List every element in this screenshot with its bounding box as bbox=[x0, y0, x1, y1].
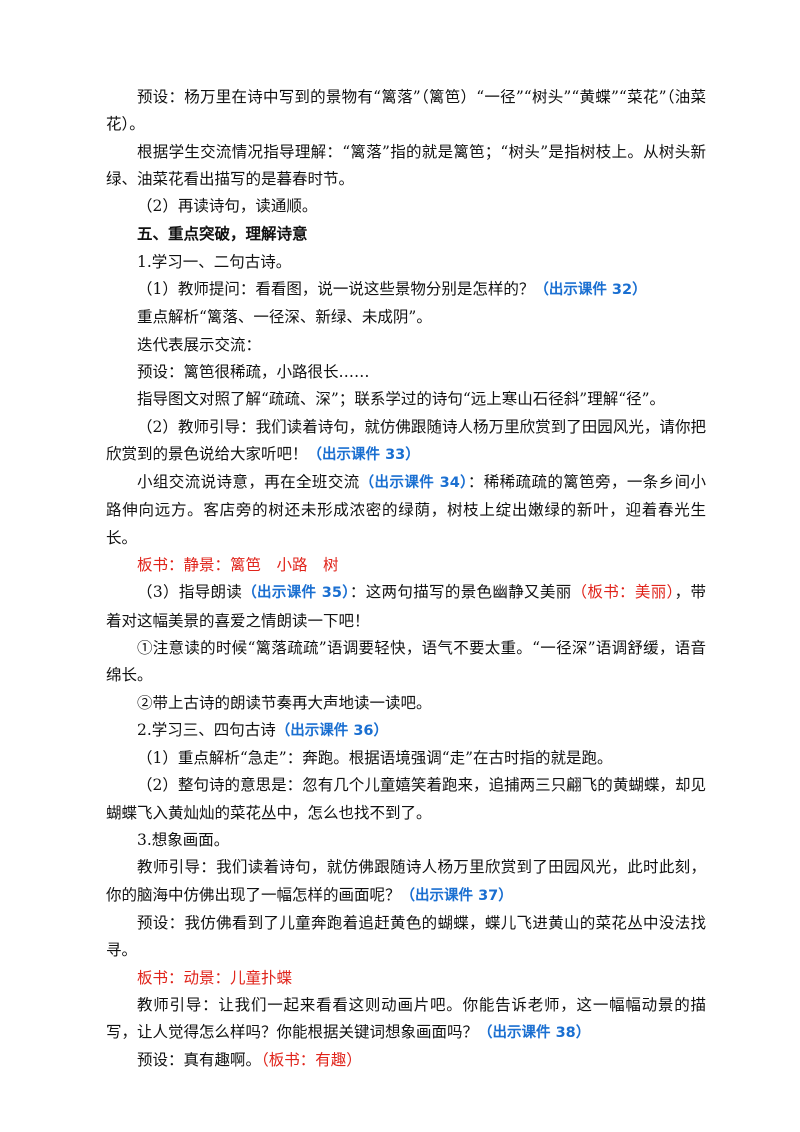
text-run: 预设：篱笆很稀疏，小路很长…… bbox=[137, 362, 370, 381]
text-run: ，带着对这幅美景的喜爱之情朗读一下吧！ bbox=[106, 583, 706, 630]
paragraph: （3）指导朗读（出示课件 35）：这两句描写的景色幽静又美丽（板书：美丽），带着… bbox=[106, 579, 706, 635]
courseware-ref: （出示课件 33） bbox=[307, 446, 420, 463]
text-run: 重点解析“篱落、一径深、新绿、未成阴”。 bbox=[137, 308, 432, 327]
text-run: （1）重点解析“急走”：奔跑。根据语境强调“走”在古时指的就是跑。 bbox=[137, 749, 613, 768]
text-run: （3）指导朗读 bbox=[137, 583, 243, 602]
text-run: ：这两句描写的景色幽静又美丽 bbox=[349, 583, 572, 602]
text-run: 预设：真有趣啊。 bbox=[137, 1051, 262, 1070]
courseware-ref: （出示课件 36） bbox=[275, 722, 389, 739]
text-run: （2）教师引导：我们读着诗句，就仿佛跟随诗人杨万里欣赏到了田园风光，请你把欣赏到… bbox=[106, 417, 706, 463]
paragraph: （1）重点解析“急走”：奔跑。根据语境强调“走”在古时指的就是跑。 bbox=[106, 745, 706, 772]
blackboard-note: 板书：静景：篱笆 小路 树 bbox=[106, 552, 706, 579]
text-run: 3.想象画面。 bbox=[137, 831, 230, 850]
text-run: 迭代表展示交流： bbox=[137, 335, 262, 354]
paragraph: 指导图文对照了解“疏疏、深”；联系学过的诗句“远上寒山石径斜”理解“径”。 bbox=[106, 386, 706, 413]
paragraph: 迭代表展示交流： bbox=[106, 332, 706, 359]
paragraph: （2）整句诗的意思是：忽有几个儿童嬉笑着跑来，追捕两三只翩飞的黄蝴蝶，却见蝴蝶飞… bbox=[106, 772, 706, 827]
paragraph: 预设：我仿佛看到了儿童奔跑着追赶黄色的蝴蝶，蝶儿飞进黄山的菜花丛中没法找寻。 bbox=[106, 910, 706, 965]
text-run: ②带上古诗的朗读节奏再大声地读一读吧。 bbox=[137, 693, 432, 712]
courseware-ref: （出示课件 38） bbox=[478, 1025, 591, 1042]
paragraph: 教师引导：我们读着诗句，就仿佛跟随诗人杨万里欣赏到了田园风光，此时此刻，你的脑海… bbox=[106, 854, 706, 910]
text-run: 预设：杨万里在诗中写到的景物有“篱落”（篱笆）“一径”“树头”“黄蝶”“菜花”（… bbox=[106, 88, 706, 134]
text-run: ：稀稀疏疏的篱笆旁，一条乡间小路伸向远方。客店旁的树还未形成浓密的绿荫，树枝上绽… bbox=[106, 473, 706, 547]
paragraph: 教师引导：让我们一起来看看这则动画片吧。你能告诉老师，这一幅幅动景的描写，让人觉… bbox=[106, 992, 706, 1048]
paragraph: ①注意读的时候“篱落疏疏”语调要轻快，语气不要太重。“一径深”语调舒缓，语音绵长… bbox=[106, 635, 706, 690]
blackboard-text: 板书：静景：篱笆 小路 树 bbox=[137, 556, 339, 575]
paragraph: 3.想象画面。 bbox=[106, 827, 706, 854]
text-run: 预设：我仿佛看到了儿童奔跑着追赶黄色的蝴蝶，蝶儿飞进黄山的菜花丛中没法找寻。 bbox=[106, 913, 706, 960]
text-run: 根据学生交流情况指导理解：“篱落”指的就是篱笆；“树头”是指树枝上。从树头新绿、… bbox=[106, 142, 706, 188]
paragraph: 预设：真有趣啊。（板书：有趣） bbox=[106, 1047, 706, 1074]
heading-text: 五、重点突破，理解诗意 bbox=[137, 224, 308, 244]
text-run: （2）整句诗的意思是：忽有几个儿童嬉笑着跑来，追捕两三只翩飞的黄蝴蝶，却见蝴蝶飞… bbox=[106, 776, 706, 822]
paragraph: 根据学生交流情况指导理解：“篱落”指的就是篱笆；“树头”是指树枝上。从树头新绿、… bbox=[106, 139, 706, 194]
text-run: （2）再读诗句，读通顺。 bbox=[137, 197, 318, 216]
blackboard-text: （板书：有趣） bbox=[261, 1051, 362, 1070]
paragraph: 2.学习三、四句古诗（出示课件 36） bbox=[106, 717, 706, 745]
courseware-ref: （出示课件 34） bbox=[359, 475, 468, 492]
courseware-ref: （出示课件 32） bbox=[534, 282, 647, 299]
paragraph: 1.学习一、二句古诗。 bbox=[106, 249, 706, 276]
text-run: 2.学习三、四句古诗 bbox=[137, 720, 276, 739]
text-run: （1）教师提问：看看图，说一说这些景物分别是怎样的？ bbox=[137, 280, 535, 299]
paragraph: ②带上古诗的朗读节奏再大声地读一读吧。 bbox=[106, 690, 706, 717]
document-body: 预设：杨万里在诗中写到的景物有“篱落”（篱笆）“一径”“树头”“黄蝶”“菜花”（… bbox=[106, 84, 706, 1075]
text-run: 教师引导：我们读着诗句，就仿佛跟随诗人杨万里欣赏到了田园风光，此时此刻，你的脑海… bbox=[106, 858, 706, 904]
blackboard-text: （板书：美丽） bbox=[571, 583, 675, 602]
text-run: 指导图文对照了解“疏疏、深”；联系学过的诗句“远上寒山石径斜”理解“径”。 bbox=[137, 390, 666, 409]
text-run: 1.学习一、二句古诗。 bbox=[137, 252, 292, 271]
section-heading: 五、重点突破，理解诗意 bbox=[106, 220, 706, 248]
blackboard-text: 板书：动景：儿童扑蝶 bbox=[137, 968, 293, 987]
paragraph: 预设：篱笆很稀疏，小路很长…… bbox=[106, 359, 706, 386]
text-run: 教师引导：让我们一起来看看这则动画片吧。你能告诉老师，这一幅幅动景的描写，让人觉… bbox=[106, 995, 706, 1042]
paragraph: 小组交流说诗意，再在全班交流（出示课件 34）：稀稀疏疏的篱笆旁，一条乡间小路伸… bbox=[106, 469, 706, 552]
paragraph: 重点解析“篱落、一径深、新绿、未成阴”。 bbox=[106, 304, 706, 331]
paragraph: 预设：杨万里在诗中写到的景物有“篱落”（篱笆）“一径”“树头”“黄蝶”“菜花”（… bbox=[106, 84, 706, 139]
text-run: ①注意读的时候“篱落疏疏”语调要轻快，语气不要太重。“一径深”语调舒缓，语音绵长… bbox=[106, 638, 706, 685]
paragraph: （2）教师引导：我们读着诗句，就仿佛跟随诗人杨万里欣赏到了田园风光，请你把欣赏到… bbox=[106, 414, 706, 470]
paragraph: （2）再读诗句，读通顺。 bbox=[106, 193, 706, 220]
courseware-ref: （出示课件 35） bbox=[242, 585, 350, 602]
paragraph: （1）教师提问：看看图，说一说这些景物分别是怎样的？（出示课件 32） bbox=[106, 276, 706, 304]
blackboard-note: 板书：动景：儿童扑蝶 bbox=[106, 965, 706, 992]
courseware-ref: （出示课件 37） bbox=[400, 887, 513, 904]
text-run: 小组交流说诗意，再在全班交流 bbox=[137, 473, 360, 492]
